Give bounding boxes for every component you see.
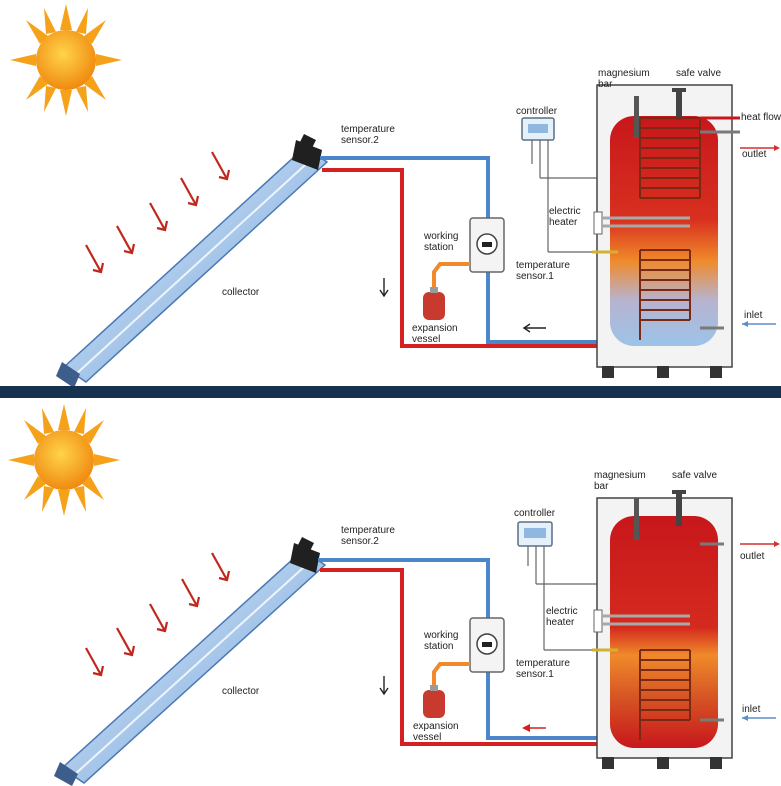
sunlight-arrow-icon xyxy=(85,151,231,274)
working-station xyxy=(432,217,505,292)
label-outlet: outlet xyxy=(740,551,765,562)
label-outlet: outlet xyxy=(742,149,767,160)
label-safe-valve: safe valve xyxy=(676,68,721,79)
label-controller: controller xyxy=(516,106,558,117)
label-safe-valve: safe valve xyxy=(672,470,717,481)
collector-tube xyxy=(56,134,329,388)
label-heat-flow: heat flow xyxy=(741,112,781,123)
label-controller: controller xyxy=(514,508,556,519)
inlet-arrow-icon xyxy=(742,715,776,721)
working-station xyxy=(432,617,505,690)
controller-unit xyxy=(521,117,598,253)
sunlight-arrow-icon xyxy=(85,552,231,677)
controller-display-icon xyxy=(524,528,546,538)
sun-icon xyxy=(10,4,122,116)
label-inlet: inlet xyxy=(744,310,763,321)
outlet-arrow-icon xyxy=(740,541,780,547)
collector-tube xyxy=(54,537,327,786)
outlet-arrow-icon xyxy=(740,145,780,151)
expansion-vessel xyxy=(423,685,445,718)
storage-tank xyxy=(592,84,740,378)
controller-display-icon xyxy=(528,124,548,133)
storage-tank xyxy=(592,490,733,769)
expansion-vessel xyxy=(423,287,445,320)
sun-icon xyxy=(8,404,120,516)
inlet-arrow-icon xyxy=(742,321,776,327)
label-collector: collector xyxy=(222,287,260,298)
label-inlet: inlet xyxy=(742,704,761,715)
return-flow-arrow-icon xyxy=(522,724,546,732)
panel-divider xyxy=(0,386,781,400)
flow-arrow-icon xyxy=(379,676,389,696)
pipe-network xyxy=(318,558,614,746)
controller-unit xyxy=(517,521,598,651)
label-collector: collector xyxy=(222,686,260,697)
flow-arrow-icon xyxy=(379,278,546,333)
